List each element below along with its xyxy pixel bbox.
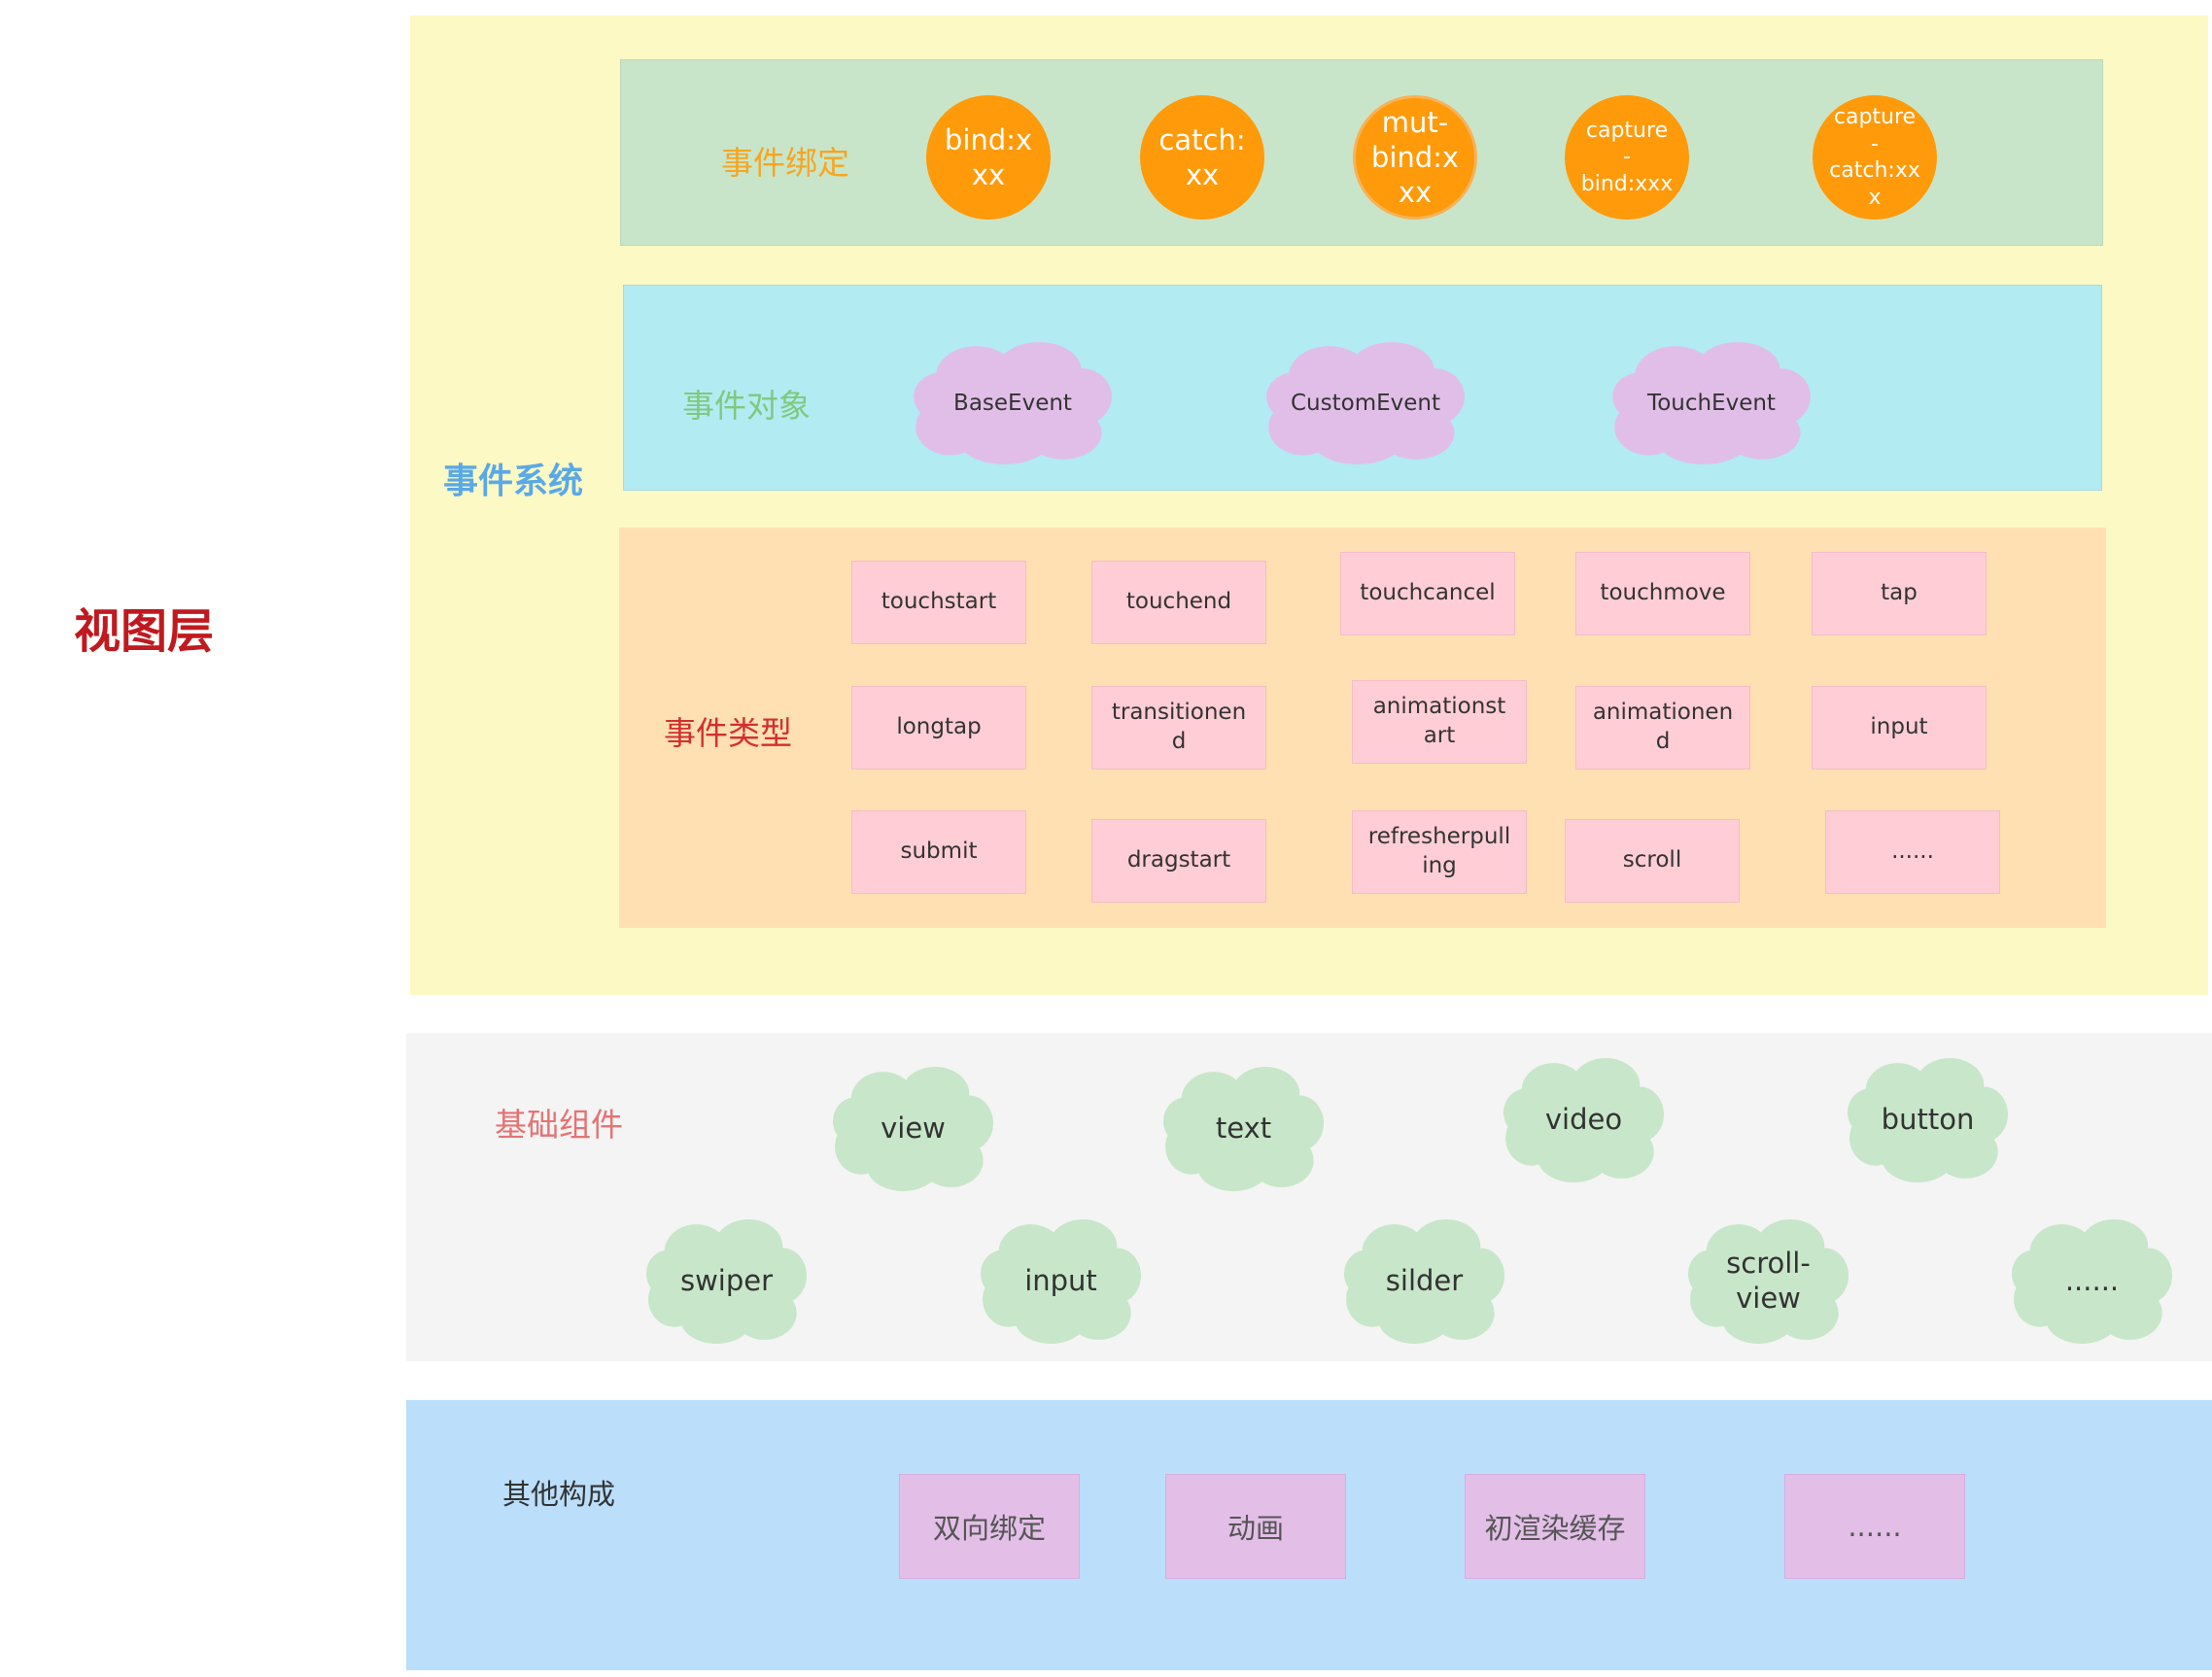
cloud-text: text (1163, 1064, 1324, 1192)
event-type-chip: longtap (851, 686, 1026, 770)
cloud-scroll-view: scroll- view (1688, 1216, 1849, 1345)
event-type-chip: scroll (1565, 819, 1740, 903)
view-layer-title: 视图层 (74, 604, 215, 659)
event-type-chip: ...... (1825, 810, 2000, 894)
binding-circle-catch: catch: xx (1140, 95, 1264, 220)
event-type-chip: touchstart (851, 561, 1026, 644)
event-type-chip: tap (1812, 552, 1987, 635)
component-label: silder (1385, 1263, 1464, 1297)
event-type-chip: dragstart (1091, 819, 1266, 903)
component-label: input (1024, 1263, 1097, 1297)
event-type-chip: transitionen d (1091, 686, 1266, 770)
component-label: scroll- view (1726, 1246, 1811, 1315)
other-item-box: 初渲染缓存 (1465, 1474, 1645, 1579)
binding-label: capture - catch:xx x (1829, 105, 1920, 210)
event-type-chip: touchend (1091, 561, 1266, 644)
cloud-input: input (981, 1216, 1141, 1345)
event-type-chip: animationst art (1352, 680, 1527, 764)
cloud-button: button (1848, 1055, 2008, 1183)
base-components-title: 基础组件 (495, 1106, 623, 1144)
cloud-base-event: BaseEvent (912, 340, 1114, 466)
other-item-box: ...... (1784, 1474, 1965, 1579)
binding-circle-mut-bind: mut- bind:x xx (1353, 95, 1477, 220)
event-objects-title: 事件对象 (682, 387, 811, 425)
binding-circle-capture-bind: capture - bind:xxx (1565, 95, 1689, 220)
binding-label: mut- bind:x xx (1370, 105, 1460, 210)
cloud-view: view (833, 1064, 993, 1192)
cloud-custom-event: CustomEvent (1264, 340, 1467, 466)
binding-circle-bind: bind:x xx (926, 95, 1051, 220)
cloud-swiper: swiper (646, 1216, 807, 1345)
event-type-chip: submit (851, 810, 1026, 894)
event-type-chip: animationen d (1575, 686, 1750, 770)
event-types-title: 事件类型 (664, 714, 792, 752)
binding-label: capture - bind:xxx (1580, 118, 1674, 196)
component-label: text (1215, 1111, 1272, 1145)
cloud-video: video (1503, 1055, 1664, 1183)
cloud-touch-event: TouchEvent (1610, 340, 1813, 466)
binding-label: catch: xx (1158, 122, 1246, 191)
binding-label: bind:x xx (944, 122, 1033, 191)
binding-circle-capture-catch: capture - catch:xx x (1813, 95, 1937, 220)
component-label: video (1544, 1102, 1623, 1136)
event-binding-title: 事件绑定 (721, 144, 849, 182)
component-label: ...... (2064, 1263, 2120, 1297)
cloud-silder: silder (1344, 1216, 1504, 1345)
event-object-label: CustomEvent (1290, 390, 1440, 416)
event-system-title: 事件系统 (443, 462, 584, 501)
component-label: button (1881, 1102, 1975, 1136)
event-type-chip: touchmove (1575, 552, 1750, 635)
component-label: swiper (679, 1263, 774, 1297)
other-item-box: 动画 (1165, 1474, 1346, 1579)
other-item-box: 双向绑定 (899, 1474, 1080, 1579)
event-type-chip: refresherpull ing (1352, 810, 1527, 894)
event-object-label: BaseEvent (953, 390, 1072, 416)
event-type-chip: touchcancel (1340, 552, 1515, 635)
cloud-more-components: ...... (2012, 1216, 2172, 1345)
event-object-label: TouchEvent (1647, 390, 1776, 416)
event-type-chip: input (1812, 686, 1987, 770)
component-label: view (881, 1111, 946, 1145)
others-title: 其他构成 (502, 1478, 616, 1511)
